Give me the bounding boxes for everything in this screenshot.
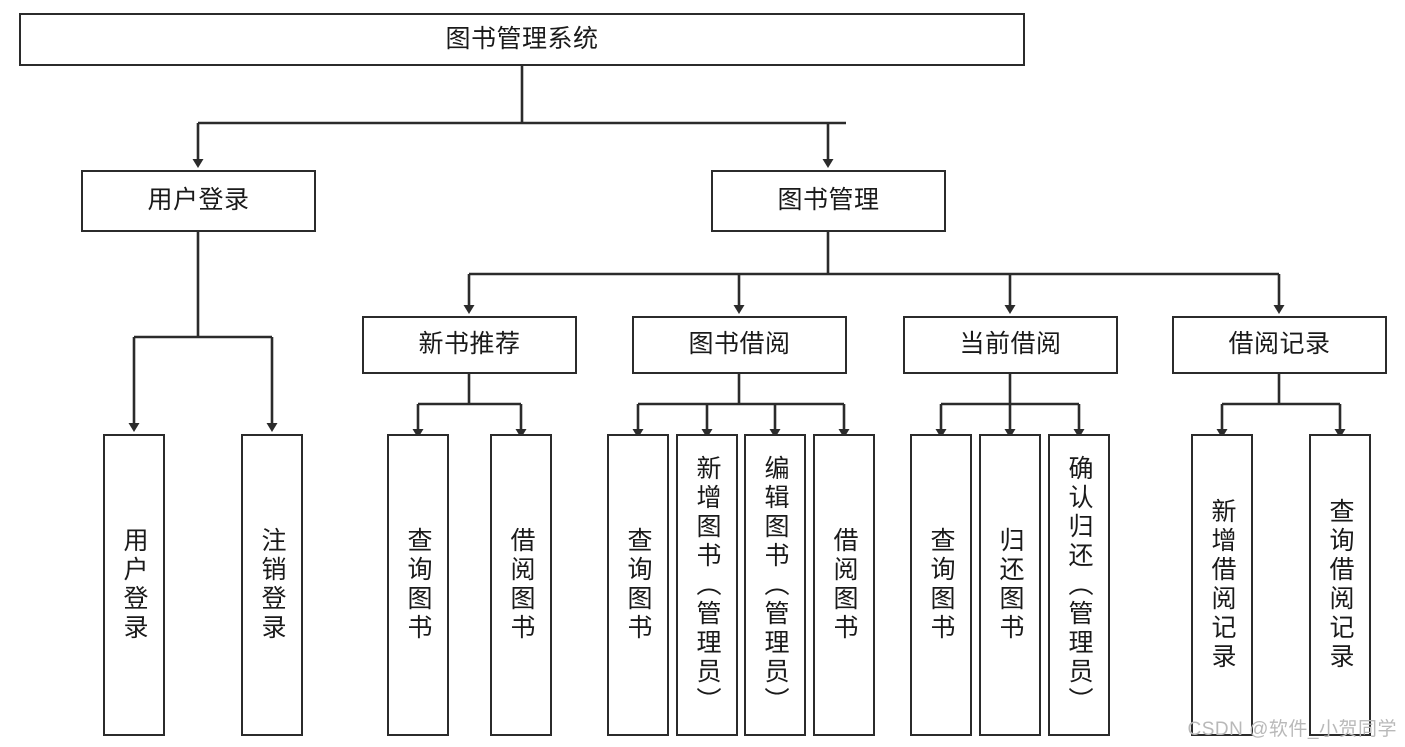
node-label: 图书管理: [777, 186, 880, 215]
node-label: 用户登录: [147, 186, 250, 215]
leaf-borrow-record-query[interactable]: 查询借阅记录: [1309, 434, 1371, 736]
node-label: 用户登录: [120, 527, 148, 643]
node-label: 借阅记录: [1228, 330, 1331, 359]
node-current-borrow[interactable]: 当前借阅: [903, 316, 1118, 374]
leaf-user-login-logout[interactable]: 注销登录: [241, 434, 303, 736]
node-label: 当前借阅: [959, 330, 1062, 359]
node-label: 编辑图书（管理员）: [761, 454, 789, 716]
leaf-borrow-record-add[interactable]: 新增借阅记录: [1191, 434, 1253, 736]
node-label: 确认归还（管理员）: [1065, 454, 1093, 716]
node-label: 注销登录: [258, 527, 286, 643]
node-user-login[interactable]: 用户登录: [81, 170, 316, 232]
node-book-management[interactable]: 图书管理: [711, 170, 946, 232]
node-label: 归还图书: [996, 527, 1024, 643]
node-label: 借阅图书: [507, 527, 535, 643]
leaf-current-borrow-return[interactable]: 归还图书: [979, 434, 1041, 736]
node-label: 查询图书: [624, 527, 652, 643]
leaf-user-login-login[interactable]: 用户登录: [103, 434, 165, 736]
node-new-book-recommend[interactable]: 新书推荐: [362, 316, 577, 374]
leaf-book-borrow-query[interactable]: 查询图书: [607, 434, 669, 736]
leaf-new-book-borrow[interactable]: 借阅图书: [490, 434, 552, 736]
node-label: 新书推荐: [418, 330, 521, 359]
watermark: CSDN @软件_小贺同学: [1187, 719, 1397, 740]
leaf-book-borrow-add[interactable]: 新增图书（管理员）: [676, 434, 738, 736]
leaf-current-borrow-confirm-return[interactable]: 确认归还（管理员）: [1048, 434, 1110, 736]
node-label: 新增图书（管理员）: [693, 454, 721, 716]
node-label: 查询图书: [927, 527, 955, 643]
node-borrow-record[interactable]: 借阅记录: [1172, 316, 1387, 374]
node-label: 查询图书: [404, 527, 432, 643]
node-label: 借阅图书: [830, 527, 858, 643]
leaf-book-borrow-edit[interactable]: 编辑图书（管理员）: [744, 434, 806, 736]
node-label: 新增借阅记录: [1208, 498, 1236, 672]
node-label: 图书借阅: [688, 330, 791, 359]
node-book-borrow[interactable]: 图书借阅: [632, 316, 847, 374]
node-label: 图书管理系统: [445, 24, 599, 53]
leaf-current-borrow-query[interactable]: 查询图书: [910, 434, 972, 736]
node-root-system[interactable]: 图书管理系统: [19, 13, 1025, 66]
node-label: 查询借阅记录: [1326, 498, 1354, 672]
leaf-book-borrow-borrow[interactable]: 借阅图书: [813, 434, 875, 736]
leaf-new-book-query[interactable]: 查询图书: [387, 434, 449, 736]
